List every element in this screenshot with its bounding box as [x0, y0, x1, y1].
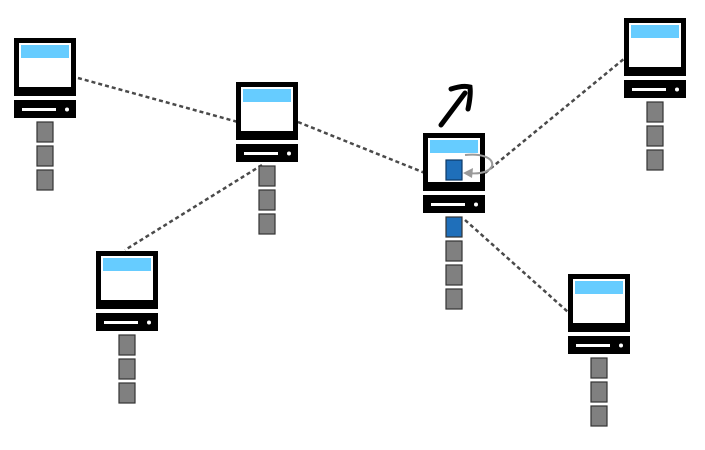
block	[445, 288, 463, 310]
pickaxe-handle	[438, 90, 468, 128]
cycle-arrow-path	[464, 153, 494, 175]
screen-bar	[430, 140, 478, 153]
link-node-a-node-b	[77, 76, 239, 124]
computer-node-b	[236, 82, 298, 235]
block	[445, 240, 463, 262]
block	[36, 145, 54, 167]
link-node-d-node-e	[464, 219, 569, 313]
block	[36, 121, 54, 143]
pickaxe-icon	[438, 83, 473, 128]
drive-slot	[431, 203, 465, 206]
block	[118, 358, 136, 380]
power-led	[619, 343, 623, 348]
computer-node-f	[624, 18, 686, 171]
power-led	[474, 202, 478, 207]
block	[590, 357, 608, 379]
power-led	[287, 151, 291, 156]
link-node-d-node-f	[484, 57, 626, 174]
pickaxe-head	[448, 83, 473, 112]
computer-node-c	[96, 251, 158, 404]
computer-node-d	[423, 83, 494, 310]
drive-slot	[632, 88, 666, 91]
power-led	[147, 320, 151, 325]
drive-slot	[22, 108, 56, 111]
pending-block	[445, 159, 463, 181]
screen-bar	[631, 25, 679, 38]
drive-slot	[244, 152, 278, 155]
block	[258, 165, 276, 187]
power-led	[65, 107, 69, 112]
screen-bar	[103, 258, 151, 271]
computer-node-e	[568, 274, 630, 427]
block	[258, 189, 276, 211]
computer-node-a	[14, 38, 76, 191]
block	[590, 381, 608, 403]
drive-slot	[576, 344, 610, 347]
block	[118, 334, 136, 356]
link-node-b-node-d	[297, 120, 426, 175]
block	[646, 101, 664, 123]
links	[77, 57, 626, 313]
block-highlighted	[445, 216, 463, 238]
block	[118, 382, 136, 404]
power-led	[675, 87, 679, 92]
block	[590, 405, 608, 427]
screen-bar	[21, 45, 69, 58]
block	[258, 213, 276, 235]
block	[36, 169, 54, 191]
cycle-arrow-head	[463, 168, 473, 178]
screen-bar	[575, 281, 623, 294]
block	[646, 149, 664, 171]
drive-slot	[104, 321, 138, 324]
cycle-arrow-icon	[463, 153, 494, 178]
block	[445, 264, 463, 286]
screen-bar	[243, 89, 291, 102]
block	[646, 125, 664, 147]
link-node-b-node-c	[124, 163, 263, 252]
